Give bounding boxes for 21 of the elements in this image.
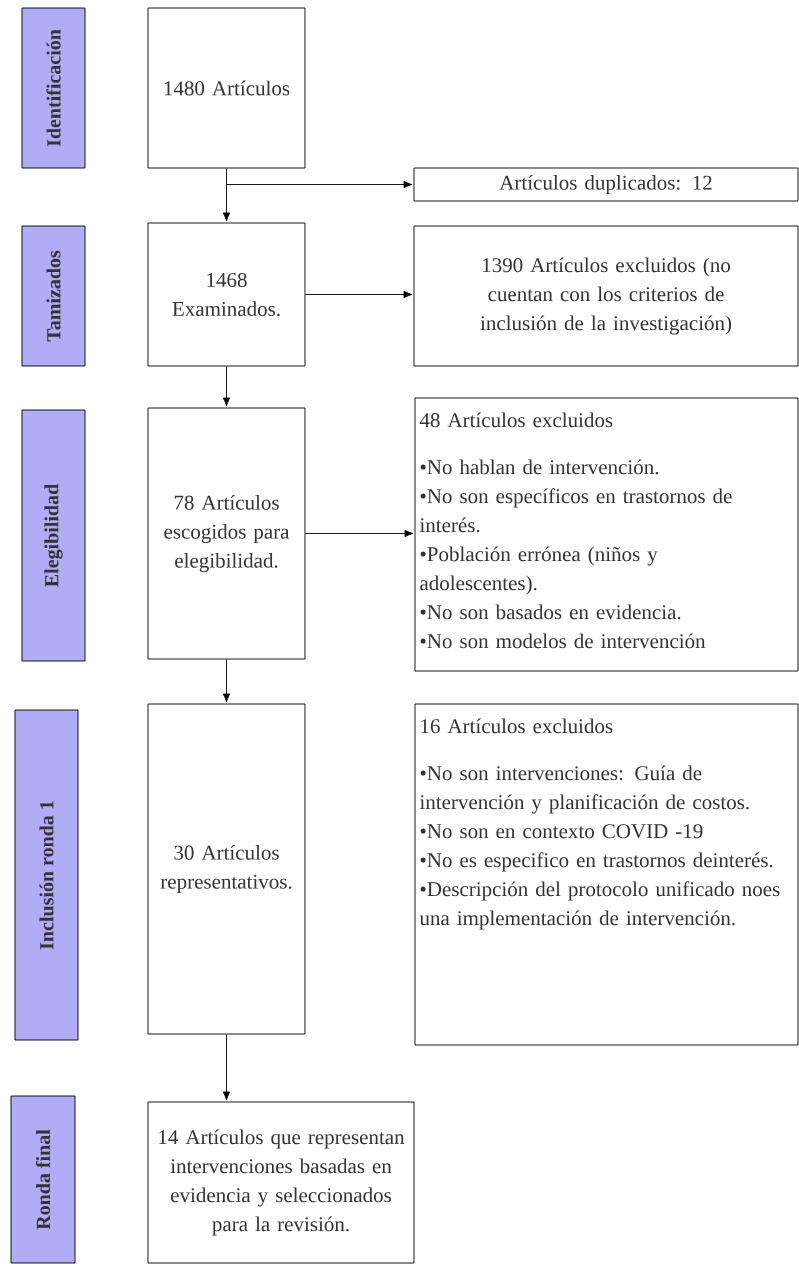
stage-label: Inclusión ronda 1	[14, 709, 79, 1041]
stage-label: Elegibilidad	[21, 409, 86, 662]
process-box: 1390 Artículos excluidos (no cuentan con los criterios de inclusión de la investigación)	[413, 225, 799, 367]
process-box: 14 Artículos que representan intervenciones basadas en evidencia y seleccionados para la revisión.	[147, 1101, 415, 1264]
process-box: 1468 Examinados.	[147, 222, 306, 367]
process-box: 78 Artículos escogidos para elegibilidad.	[147, 407, 306, 660]
process-box: 30 Artículos representativos.	[147, 703, 306, 1035]
stage-label: Tamizados	[21, 225, 86, 367]
process-box: 1480 Artículos	[147, 7, 306, 169]
arrow	[222, 168, 231, 222]
arrow	[222, 366, 231, 407]
exclusion-box: 48 Artículos excluidos •No hablan de intervención. •No son específicos en trastornos de interés. •Población errónea (niños y adolescentes). •No son basados en evidencia. •No son modelos de intervención	[414, 397, 799, 672]
exclusion-box: 16 Artículos excluidos •No son intervenciones: Guía de intervención y planificación de costos. •No son en contexto COVID -19 •No es especifico en trastornos deinterés. •Descripción del protocolo unificado noes una implementación de intervención.	[414, 703, 799, 1046]
arrow	[305, 529, 414, 538]
arrow	[222, 659, 231, 703]
stage-label: Identificación	[21, 7, 86, 169]
arrow	[305, 290, 413, 299]
arrow	[226, 180, 413, 189]
stage-label: Ronda final	[10, 1095, 76, 1264]
process-box: Artículos duplicados: 12	[413, 167, 799, 202]
arrow	[222, 1034, 231, 1101]
